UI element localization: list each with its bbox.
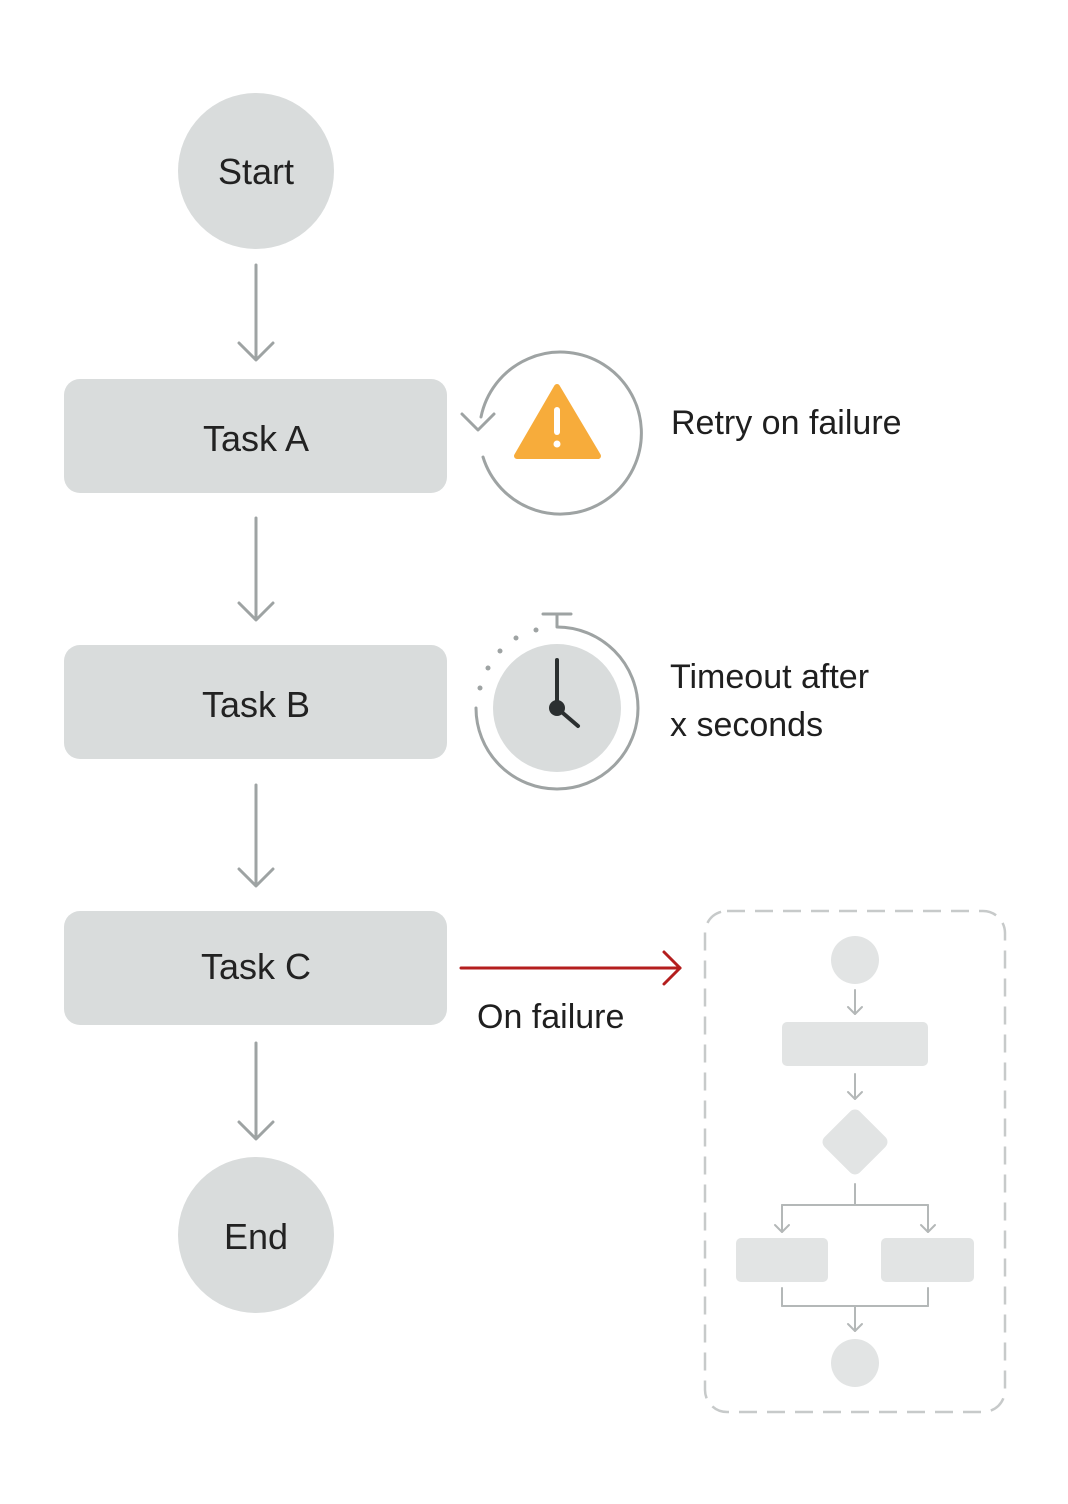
task-c-label: Task C [201,946,311,987]
task-a-label: Task A [203,418,309,459]
end-node-label: End [224,1216,288,1257]
fallback-end-node [831,1339,879,1387]
fallback-start-node [831,936,879,984]
arrow-task-a-to-task-b [237,516,275,622]
arrow-task-c-to-end [237,1041,275,1141]
fallback-workflow-icon [703,909,1007,1414]
start-node: Start [178,93,334,249]
fallback-task-node [782,1022,928,1066]
on-failure-annotation: On failure [477,998,624,1036]
arrow-task-b-to-task-c [237,783,275,888]
task-b-label: Task B [202,684,310,725]
task-c-node: Task C [64,911,447,1025]
stopwatch-icon [474,612,640,791]
timeout-annotation-line1: Timeout after [670,658,869,696]
task-a-node: Task A [64,379,447,493]
failure-arrow [459,950,682,986]
retry-annotation: Retry on failure [671,404,902,442]
end-node: End [178,1157,334,1313]
fallback-branch-right [881,1238,974,1282]
fallback-branch-left [736,1238,828,1282]
task-b-node: Task B [64,645,447,759]
fallback-decision-node [822,1109,888,1175]
timeout-annotation-line2: x seconds [670,706,823,744]
start-node-label: Start [218,151,294,192]
warning-retry-icon [460,350,643,516]
arrow-start-to-task-a [237,263,275,362]
